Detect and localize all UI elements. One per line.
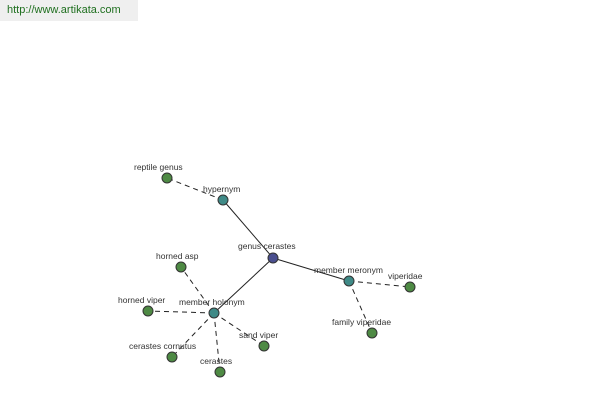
node-viperidae[interactable] <box>404 281 416 293</box>
node-cerastes-cornutus[interactable] <box>166 351 178 363</box>
node-label-reptile-genus: reptile genus <box>134 162 183 172</box>
node-label-sand-viper: sand viper <box>239 330 278 340</box>
node-label-horned-asp: horned asp <box>156 251 199 261</box>
node-label-family-viperidae: family viperidae <box>332 317 391 327</box>
node-label-member-holonym: member holonym <box>179 297 245 307</box>
edge-genus-member-holonym <box>213 257 274 314</box>
node-member-holonym[interactable] <box>208 307 220 319</box>
node-horned-asp[interactable] <box>175 261 187 273</box>
edge-meronym-viperidae <box>348 280 411 288</box>
node-label-cerastes: cerastes <box>200 356 232 366</box>
edge-holonym-horned-asp <box>180 266 215 314</box>
node-hypernym[interactable] <box>217 194 229 206</box>
node-member-meronym[interactable] <box>343 275 355 287</box>
node-label-cerastes-cornutus: cerastes cornutus <box>129 341 196 351</box>
site-url-link[interactable]: http://www.artikata.com <box>0 0 138 21</box>
edge-holonym-sand-viper <box>213 312 265 347</box>
node-cerastes[interactable] <box>214 366 226 378</box>
node-label-member-meronym: member meronym <box>314 265 383 275</box>
node-horned-viper[interactable] <box>142 305 154 317</box>
node-label-hypernym: hypernym <box>203 184 240 194</box>
node-label-horned-viper: horned viper <box>118 295 165 305</box>
edge-holonym-cerastes-cornutus <box>171 312 215 358</box>
node-reptile-genus[interactable] <box>161 172 173 184</box>
edge-holonym-horned-viper <box>147 310 215 314</box>
edge-meronym-family-viperidae <box>348 280 373 334</box>
edge-holonym-cerastes <box>213 312 221 373</box>
node-label-viperidae: viperidae <box>388 271 423 281</box>
node-sand-viper[interactable] <box>258 340 270 352</box>
node-family-viperidae[interactable] <box>366 327 378 339</box>
edge-hypernym-reptile-genus <box>166 177 224 201</box>
node-label-genus-cerastes: genus cerastes <box>238 241 296 251</box>
node-genus-cerastes[interactable] <box>267 252 279 264</box>
edge-genus-member-meronym <box>272 257 350 282</box>
edge-genus-hypernym <box>222 199 274 259</box>
